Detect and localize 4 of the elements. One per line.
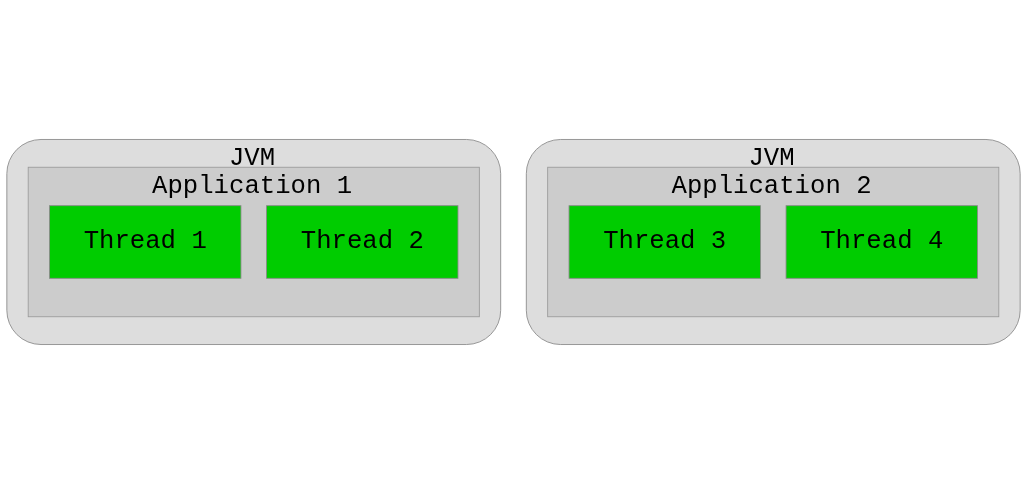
node-box: Thread 3: [568, 205, 761, 279]
node-box: Thread 1: [49, 205, 242, 279]
node-box: Thread 4: [785, 205, 978, 279]
node-box: Thread 2: [266, 205, 459, 279]
